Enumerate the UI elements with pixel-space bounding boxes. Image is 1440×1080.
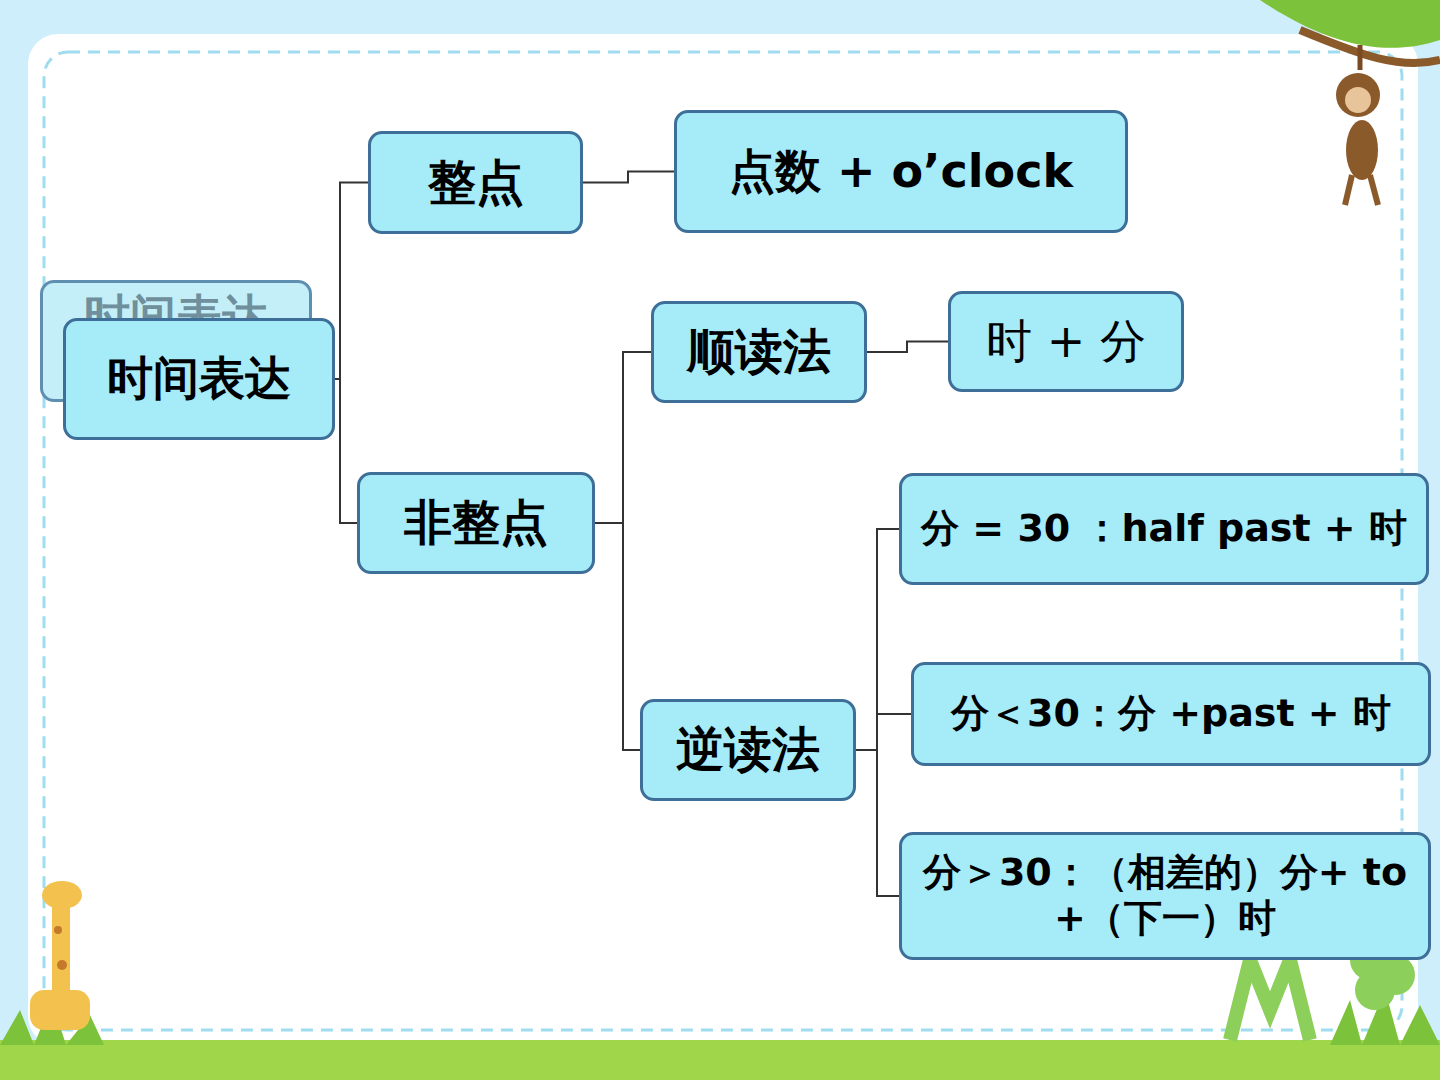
topic-box: 顺读法: [651, 301, 867, 403]
node-label: 非整点: [404, 494, 548, 552]
node-label: 整点: [428, 154, 524, 212]
topic-box: 分＜30：分 +past + 时: [911, 662, 1431, 766]
bracket-connector: [595, 352, 651, 523]
node-label: 顺读法: [687, 323, 831, 381]
node-label: 分＞30：（相差的）分+ to +（下一）时: [916, 850, 1414, 941]
tree-branch: [1300, 30, 1440, 63]
bracket-connector: [335, 379, 357, 523]
bracket-connector: [856, 714, 911, 750]
topic-box: 整点: [368, 131, 583, 234]
bracket-connector: [335, 183, 368, 380]
tree-leaves: [1260, 0, 1440, 48]
bracket-connector: [595, 523, 640, 750]
topic-box: 时 + 分: [948, 291, 1184, 392]
node-label: 逆读法: [676, 721, 820, 779]
bracket-connector: [583, 172, 674, 183]
node-label: 分＜30：分 +past + 时: [951, 691, 1391, 737]
bracket-connector: [856, 529, 899, 750]
topic-box: 时间表达: [63, 318, 335, 440]
topic-box: 点数 + o’clock: [674, 110, 1128, 233]
topic-box: 分 = 30 ：half past + 时: [899, 473, 1429, 585]
bracket-connector: [856, 750, 899, 896]
topic-box: 逆读法: [640, 699, 856, 801]
node-label: 点数 + o’clock: [729, 144, 1073, 199]
bracket-connector: [867, 342, 948, 353]
node-label: 时间表达: [107, 351, 291, 406]
topic-box: 非整点: [357, 472, 595, 574]
node-label: 分 = 30 ：half past + 时: [921, 506, 1407, 552]
grass-band: [0, 1040, 1440, 1080]
monkey-figure: [1336, 45, 1380, 205]
inner-panel: [28, 34, 1418, 1046]
node-label: 时 + 分: [986, 314, 1146, 369]
topic-box: 分＞30：（相差的）分+ to +（下一）时: [899, 832, 1431, 960]
giraffe-figure: [30, 881, 90, 1030]
